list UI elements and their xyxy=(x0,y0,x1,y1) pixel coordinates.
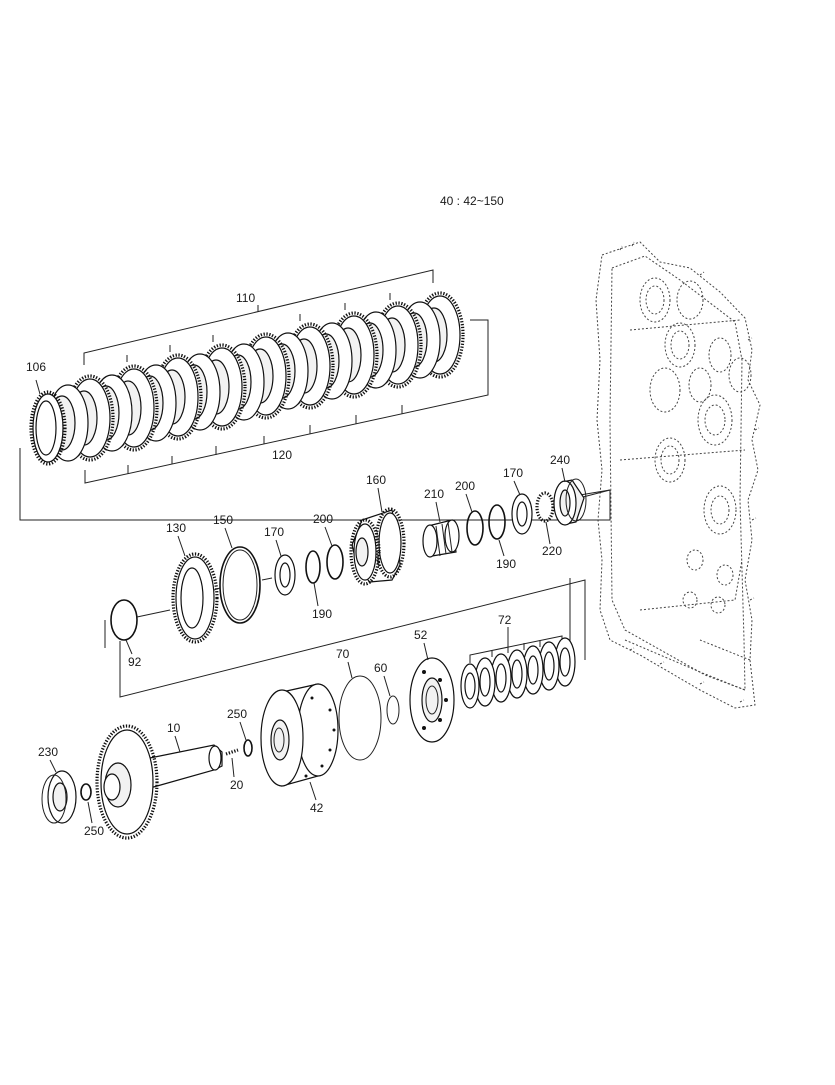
middle-row-parts xyxy=(110,478,611,644)
callout-170-left: 170 xyxy=(264,525,284,539)
gear-160 xyxy=(349,507,406,586)
callout-250-lower: 250 xyxy=(84,824,104,838)
callout-20: 20 xyxy=(230,778,244,792)
callout-250-upper: 250 xyxy=(227,707,247,721)
shaft-gear-10 xyxy=(95,724,223,840)
callout-72: 72 xyxy=(498,613,512,627)
clutch-plates xyxy=(29,291,465,466)
callout-70: 70 xyxy=(336,647,350,661)
callout-240: 240 xyxy=(550,453,570,467)
callout-230: 230 xyxy=(38,745,58,759)
callout-130: 130 xyxy=(166,521,186,535)
piston-52 xyxy=(409,657,455,743)
callout-106: 106 xyxy=(26,360,46,374)
callout-120: 120 xyxy=(272,448,292,462)
callout-220: 220 xyxy=(542,544,562,558)
clutch-plate-pack xyxy=(29,269,489,484)
lower-row-parts xyxy=(225,627,576,787)
callout-150: 150 xyxy=(213,513,233,527)
transmission-housing xyxy=(595,241,761,709)
bearing-210 xyxy=(422,519,460,558)
callout-170-right: 170 xyxy=(503,466,523,480)
callout-42: 42 xyxy=(310,801,324,815)
callout-210: 210 xyxy=(424,487,444,501)
bearing-230 xyxy=(41,770,77,824)
callouts: 110 106 120 160 210 200 170 240 190 220 … xyxy=(26,291,570,838)
clutch-drum-42 xyxy=(260,683,339,787)
callout-92: 92 xyxy=(128,655,142,669)
callout-190-left: 190 xyxy=(312,607,332,621)
callout-200-left: 200 xyxy=(313,512,333,526)
callout-190-right: 190 xyxy=(496,557,516,571)
bearing-240 xyxy=(553,478,587,526)
callout-10: 10 xyxy=(167,721,181,735)
callout-52: 52 xyxy=(414,628,428,642)
callout-160: 160 xyxy=(366,473,386,487)
group-title: 40 : 42~150 xyxy=(440,194,504,208)
springs-72 xyxy=(460,637,576,709)
callout-60: 60 xyxy=(374,661,388,675)
callout-200-right: 200 xyxy=(455,479,475,493)
callout-110: 110 xyxy=(236,291,255,305)
